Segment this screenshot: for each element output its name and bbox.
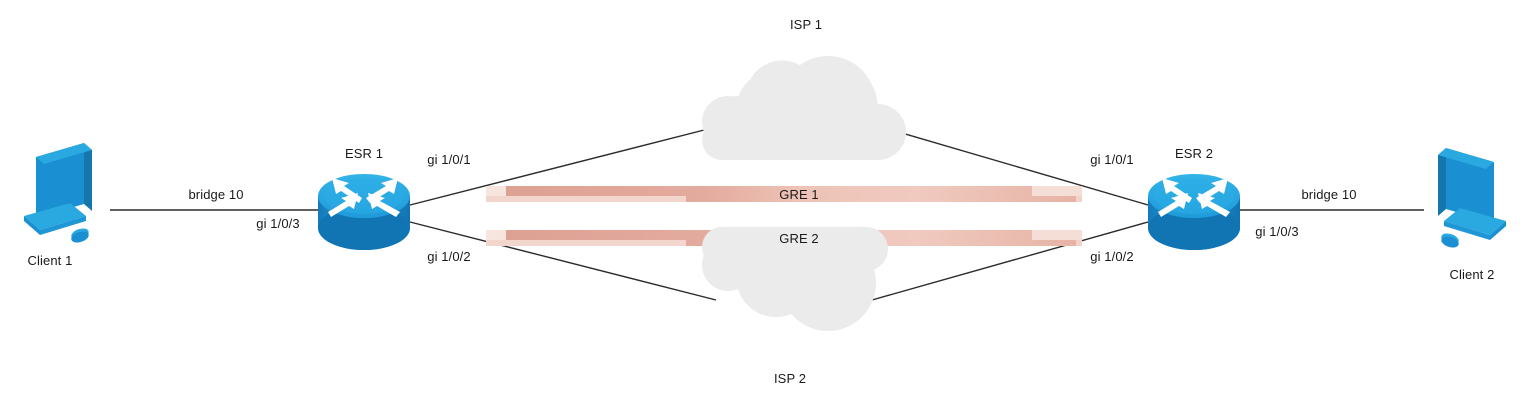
link-isp2-esr2[interactable] [871, 221, 1149, 301]
link-label-interface-client1-esr1: gi 1/0/3 [256, 216, 300, 231]
link-label-interface-esr2-isp2: gi 1/0/2 [1090, 249, 1134, 264]
node-label-isp1: ISP 1 [789, 17, 823, 32]
link-esr1-isp2[interactable] [409, 221, 717, 301]
link-label-bridge10-left: bridge 10 [188, 187, 244, 202]
cloud-icon-isp2[interactable] [702, 227, 888, 331]
gre-tunnel-1[interactable] [486, 186, 1082, 202]
router-icon-esr1[interactable] [318, 174, 410, 250]
router-icon-esr2[interactable] [1148, 174, 1240, 250]
link-esr1-isp1[interactable] [409, 127, 713, 206]
link-label-interface-esr2-isp1: gi 1/0/1 [1090, 152, 1134, 167]
desktop-computer-icon-client2[interactable] [1438, 148, 1506, 250]
desktop-computer-icon-client1[interactable] [24, 143, 92, 245]
node-label-client1: Client 1 [27, 253, 73, 268]
link-isp1-esr2[interactable] [877, 125, 1149, 206]
tunnel-label-gre2: GRE 2 [779, 231, 819, 246]
node-label-esr1: ESR 1 [344, 146, 384, 161]
link-lines [110, 125, 1424, 301]
link-label-interface-esr1-isp1: gi 1/0/1 [427, 152, 471, 167]
node-label-isp2: ISP 2 [773, 371, 807, 386]
link-label-interface-esr1-isp2: gi 1/0/2 [427, 249, 471, 264]
cloud-icon-isp1[interactable] [702, 56, 906, 161]
node-label-esr2: ESR 2 [1174, 146, 1214, 161]
link-label-interface-client2-esr2: gi 1/0/3 [1255, 224, 1299, 239]
node-label-client2: Client 2 [1449, 267, 1495, 282]
link-label-bridge10-right: bridge 10 [1301, 187, 1357, 202]
tunnel-label-gre1: GRE 1 [779, 187, 819, 202]
